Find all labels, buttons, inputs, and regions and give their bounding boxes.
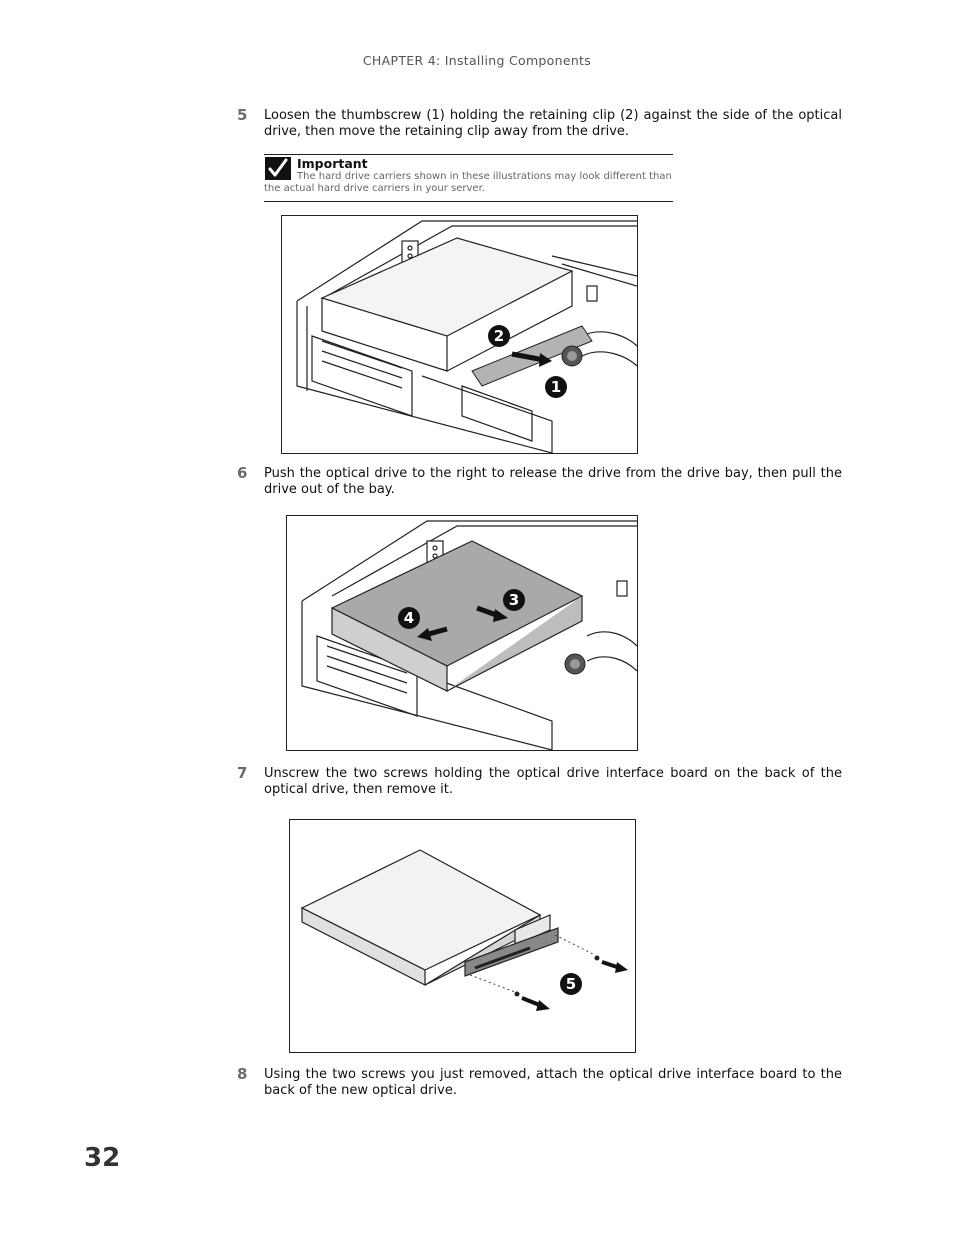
callout-2: 2 [488, 325, 510, 347]
important-body: The hard drive carriers shown in these i… [264, 171, 672, 194]
callout-4: 4 [398, 607, 420, 629]
step-number: 6 [237, 464, 248, 482]
callout-1: 1 [545, 376, 567, 398]
callout-3: 3 [503, 589, 525, 611]
callout-5: 5 [560, 973, 582, 995]
important-title: Important [297, 156, 368, 171]
step-text: Loosen the thumbscrew (1) holding the re… [264, 108, 842, 139]
step-number: 8 [237, 1065, 248, 1083]
important-note: Important The hard drive carriers shown … [264, 154, 673, 202]
page-number: 32 [84, 1143, 121, 1173]
chapter-header: CHAPTER 4: Installing Components [362, 53, 592, 68]
optical-drive-illustration [300, 849, 628, 1011]
figure-retaining-clip: 2 1 [281, 215, 638, 454]
figure-push-drive: 3 4 [286, 515, 638, 751]
step-text: Using the two screws you just removed, a… [264, 1067, 842, 1098]
checkmark-icon [265, 157, 291, 180]
step-number: 7 [237, 764, 248, 782]
server-illustration [301, 520, 638, 751]
step-number: 5 [237, 106, 248, 124]
step-text: Push the optical drive to the right to r… [264, 466, 842, 497]
server-illustration [296, 220, 638, 454]
step-text: Unscrew the two screws holding the optic… [264, 766, 842, 797]
figure-interface-board: 5 [289, 819, 636, 1053]
